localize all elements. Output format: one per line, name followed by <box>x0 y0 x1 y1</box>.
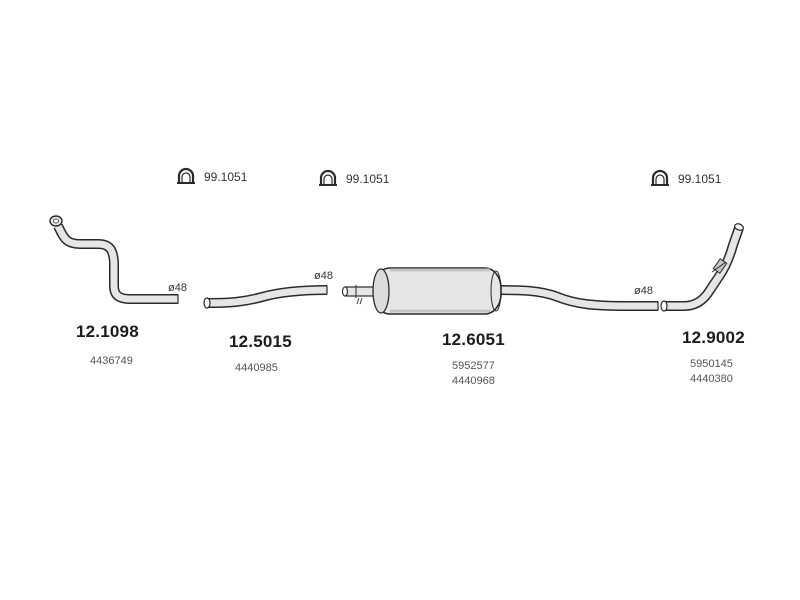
oe-number: 4440380 <box>690 373 733 385</box>
clamp-code: 99.1051 <box>204 170 248 184</box>
pipe-diameter-label: ø48 <box>634 285 653 297</box>
oe-number: 5950145 <box>690 358 733 370</box>
front-pipe-drawing <box>49 215 179 304</box>
clamp-code: 99.1051 <box>346 172 390 186</box>
middle-silencer-drawing <box>341 267 659 315</box>
pipe-diameter-label: ø48 <box>168 282 187 294</box>
part-number: 12.5015 <box>229 332 292 351</box>
oe-number: 5952577 <box>452 360 495 372</box>
part-number: 12.1098 <box>76 322 139 341</box>
tail-pipe-drawing <box>660 223 744 312</box>
exhaust-clamp-icon <box>177 167 195 184</box>
exhaust-clamp-icon <box>319 169 337 186</box>
oe-numbers: 4436749 <box>90 354 133 369</box>
pipe-diameter-label: ø48 <box>314 270 333 282</box>
oe-number: 4440968 <box>452 375 495 387</box>
part-12-1098[interactable]: 12.1098 <box>76 322 139 342</box>
oe-numbers: 4440985 <box>235 361 278 376</box>
part-12-5015[interactable]: 12.5015 <box>229 332 292 352</box>
clamp-code: 99.1051 <box>678 172 722 186</box>
part-12-6051[interactable]: 12.6051 <box>442 330 505 350</box>
oe-numbers: 5950145 4440380 <box>690 357 733 387</box>
oe-number: 4440985 <box>235 362 278 374</box>
intermediate-pipe-drawing <box>203 285 328 309</box>
part-number: 12.9002 <box>682 328 745 347</box>
exhaust-clamp-icon <box>651 169 669 186</box>
part-12-9002[interactable]: 12.9002 <box>682 328 745 348</box>
oe-number: 4436749 <box>90 355 133 367</box>
part-number: 12.6051 <box>442 330 505 349</box>
oe-numbers: 5952577 4440968 <box>452 359 495 389</box>
